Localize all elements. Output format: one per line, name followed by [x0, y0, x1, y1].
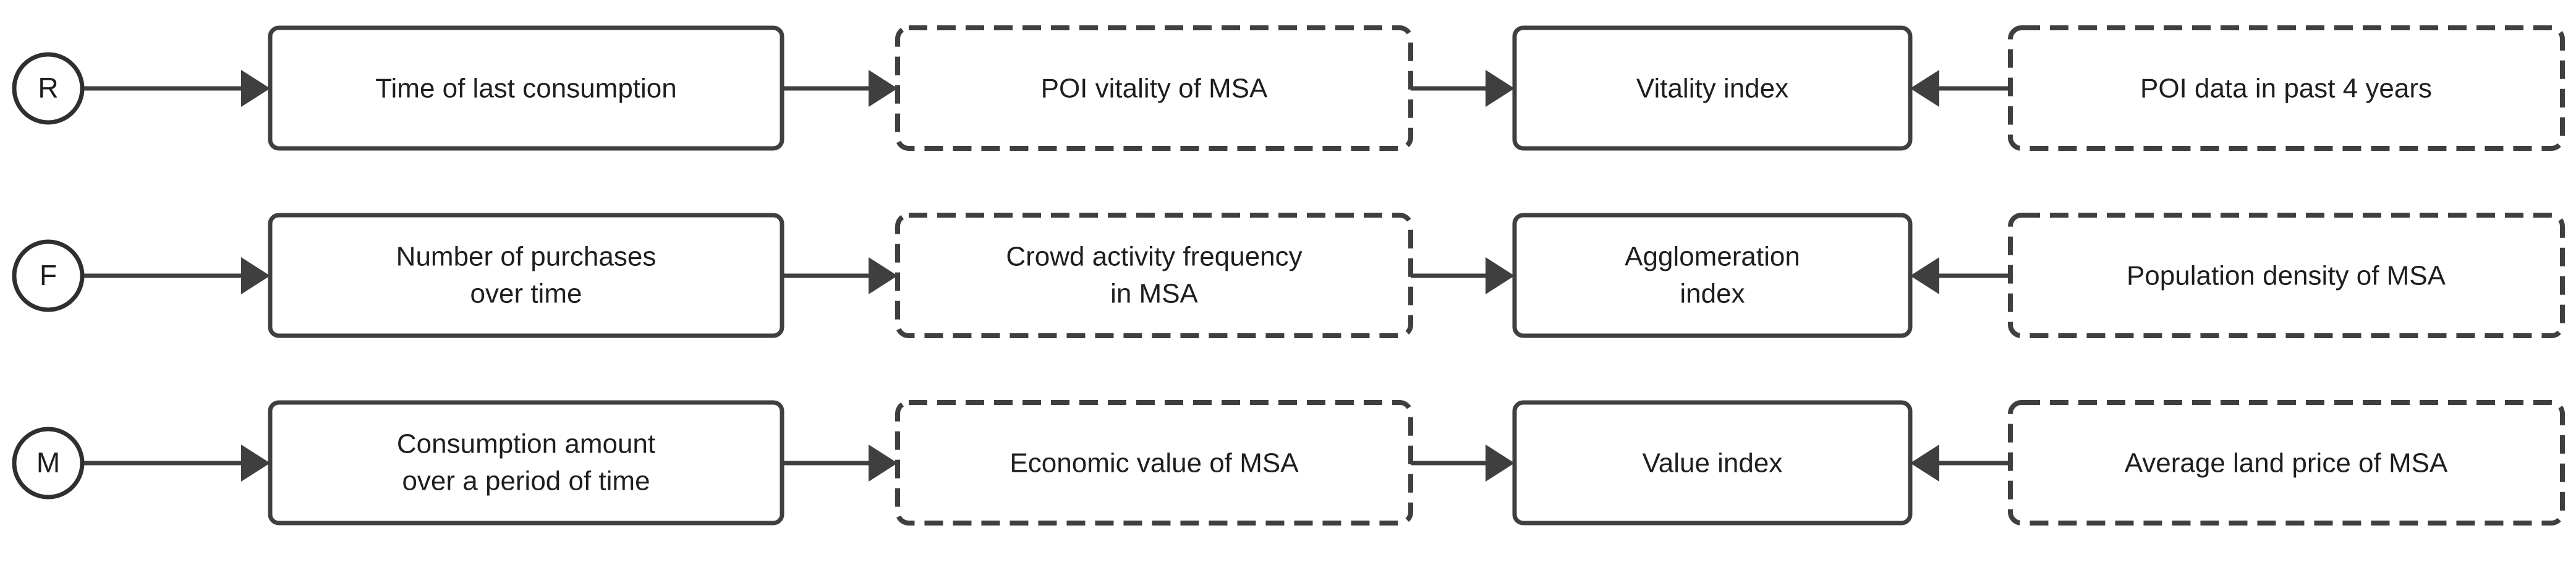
arrowhead-behavior-to-dimension-F — [869, 257, 898, 294]
rfm-circle-label-F: F — [40, 259, 57, 291]
rfm-circle-label-R: R — [38, 72, 58, 104]
index-box-F[interactable] — [1512, 213, 1913, 338]
flow-row-R: R Time of last consumption POI vitality … — [12, 25, 2565, 151]
arrowhead-behavior-to-dimension-R — [869, 70, 898, 107]
source-label-M-line-1: Average land price of MSA — [2125, 448, 2448, 479]
index-label-F-line-1: Agglomeration — [1625, 242, 1800, 272]
rfm-circle-label-M: M — [36, 446, 60, 479]
behavior-label-F-line-1: Number of purchases — [396, 242, 657, 272]
behavior-box-M[interactable] — [268, 400, 784, 526]
arrowhead-circle-to-behavior-F — [241, 257, 270, 294]
behavior-label-M-line-2: over a period of time — [402, 466, 650, 496]
index-label-F-line-2: index — [1680, 279, 1745, 309]
source-box-R[interactable] — [2008, 25, 2565, 151]
source-box-F[interactable] — [2008, 213, 2565, 338]
index-label-M-line-1: Value index — [1643, 448, 1783, 479]
arrowhead-circle-to-behavior-M — [241, 445, 270, 482]
dimension-label-M-line-1: Economic value of MSA — [1010, 448, 1299, 479]
behavior-label-R-line-1: Time of last consumption — [375, 74, 676, 104]
behavior-box-F[interactable] — [268, 213, 784, 338]
arrowhead-source-to-index-M — [1910, 445, 1939, 482]
rfm-circle-M[interactable] — [12, 427, 85, 500]
arrowhead-dimension-to-index-F — [1486, 257, 1515, 294]
arrowhead-source-to-index-F — [1910, 257, 1939, 294]
rfm-circle-R[interactable] — [12, 52, 85, 125]
dimension-box-F[interactable] — [895, 213, 1413, 338]
arrowhead-source-to-index-R — [1910, 70, 1939, 107]
source-box-M[interactable] — [2008, 400, 2565, 526]
source-label-R-line-1: POI data in past 4 years — [2140, 74, 2432, 104]
flow-row-F: F Number of purchases over time Crowd ac… — [12, 213, 2565, 338]
arrowhead-circle-to-behavior-R — [241, 70, 270, 107]
arrowhead-dimension-to-index-M — [1486, 445, 1515, 482]
source-label-F-line-1: Population density of MSA — [2127, 261, 2446, 291]
index-box-M[interactable] — [1512, 400, 1913, 526]
behavior-label-F-line-2: over time — [470, 279, 582, 309]
arrowhead-behavior-to-dimension-M — [869, 445, 898, 482]
flow-row-M: M Consumption amount over a period of ti… — [12, 400, 2565, 526]
arrowhead-dimension-to-index-R — [1486, 70, 1515, 107]
dimension-label-F-line-2: in MSA — [1110, 279, 1198, 309]
dimension-label-R-line-1: POI vitality of MSA — [1041, 74, 1268, 104]
index-box-R[interactable] — [1512, 25, 1913, 151]
rfm-circle-F[interactable] — [12, 239, 85, 312]
dimension-label-F-line-1: Crowd activity frequency — [1006, 242, 1302, 272]
behavior-label-M-line-1: Consumption amount — [397, 429, 655, 459]
index-label-R-line-1: Vitality index — [1636, 74, 1788, 104]
